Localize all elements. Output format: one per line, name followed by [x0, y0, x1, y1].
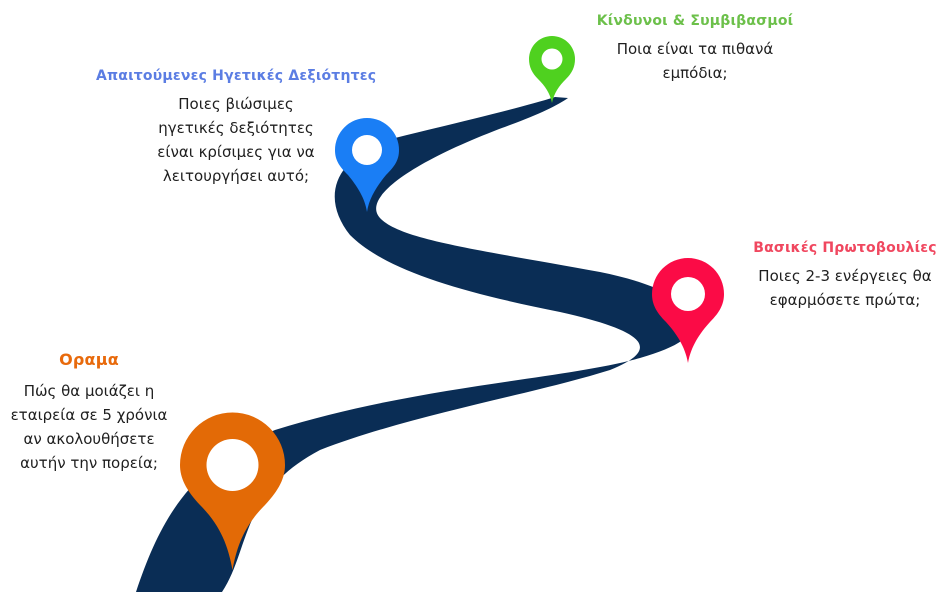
location-pin-icon-vision — [180, 412, 285, 570]
initiatives-block: Βασικές Πρωτοβουλίες Ποιες 2-3 ενέργειες… — [750, 240, 940, 312]
location-pin-icon-leadership — [335, 118, 399, 212]
location-pin-icon-initiatives — [652, 258, 724, 363]
pin-hole — [352, 135, 382, 165]
initiatives-description: Ποιες 2-3 ενέργειες θα εφαρμόσετε πρώτα; — [758, 267, 932, 309]
risks-title: Κίνδυνοι & Συμβιβασμοί — [596, 13, 794, 29]
vision-description: Πώς θα μοιάζει η εταιρεία σε 5 χρόνια αν… — [10, 382, 168, 472]
pin-shape — [180, 412, 285, 570]
leadership-block: Απαιτούμενες Ηγετικές Δεξιότητες Ποιες β… — [96, 68, 376, 188]
vision-block: Οραμα Πώς θα μοιάζει η εταιρεία σε 5 χρό… — [4, 350, 174, 475]
leadership-title: Απαιτούμενες Ηγετικές Δεξιότητες — [96, 68, 377, 84]
vision-title: Οραμα — [59, 350, 119, 369]
risks-block: Κίνδυνοι & Συμβιβασμοί Ποια είναι τα πιθ… — [580, 13, 810, 85]
pin-hole — [206, 439, 259, 491]
location-pin-icon-risks — [529, 36, 575, 103]
pin-hole — [671, 277, 705, 311]
risks-description: Ποια είναι τα πιθανά εμπόδια; — [616, 40, 774, 82]
pin-hole — [541, 48, 563, 70]
leadership-description: Ποιες βιώσιμες ηγετικές δεξιότητες είναι… — [157, 95, 315, 185]
initiatives-title: Βασικές Πρωτοβουλίες — [753, 240, 937, 256]
